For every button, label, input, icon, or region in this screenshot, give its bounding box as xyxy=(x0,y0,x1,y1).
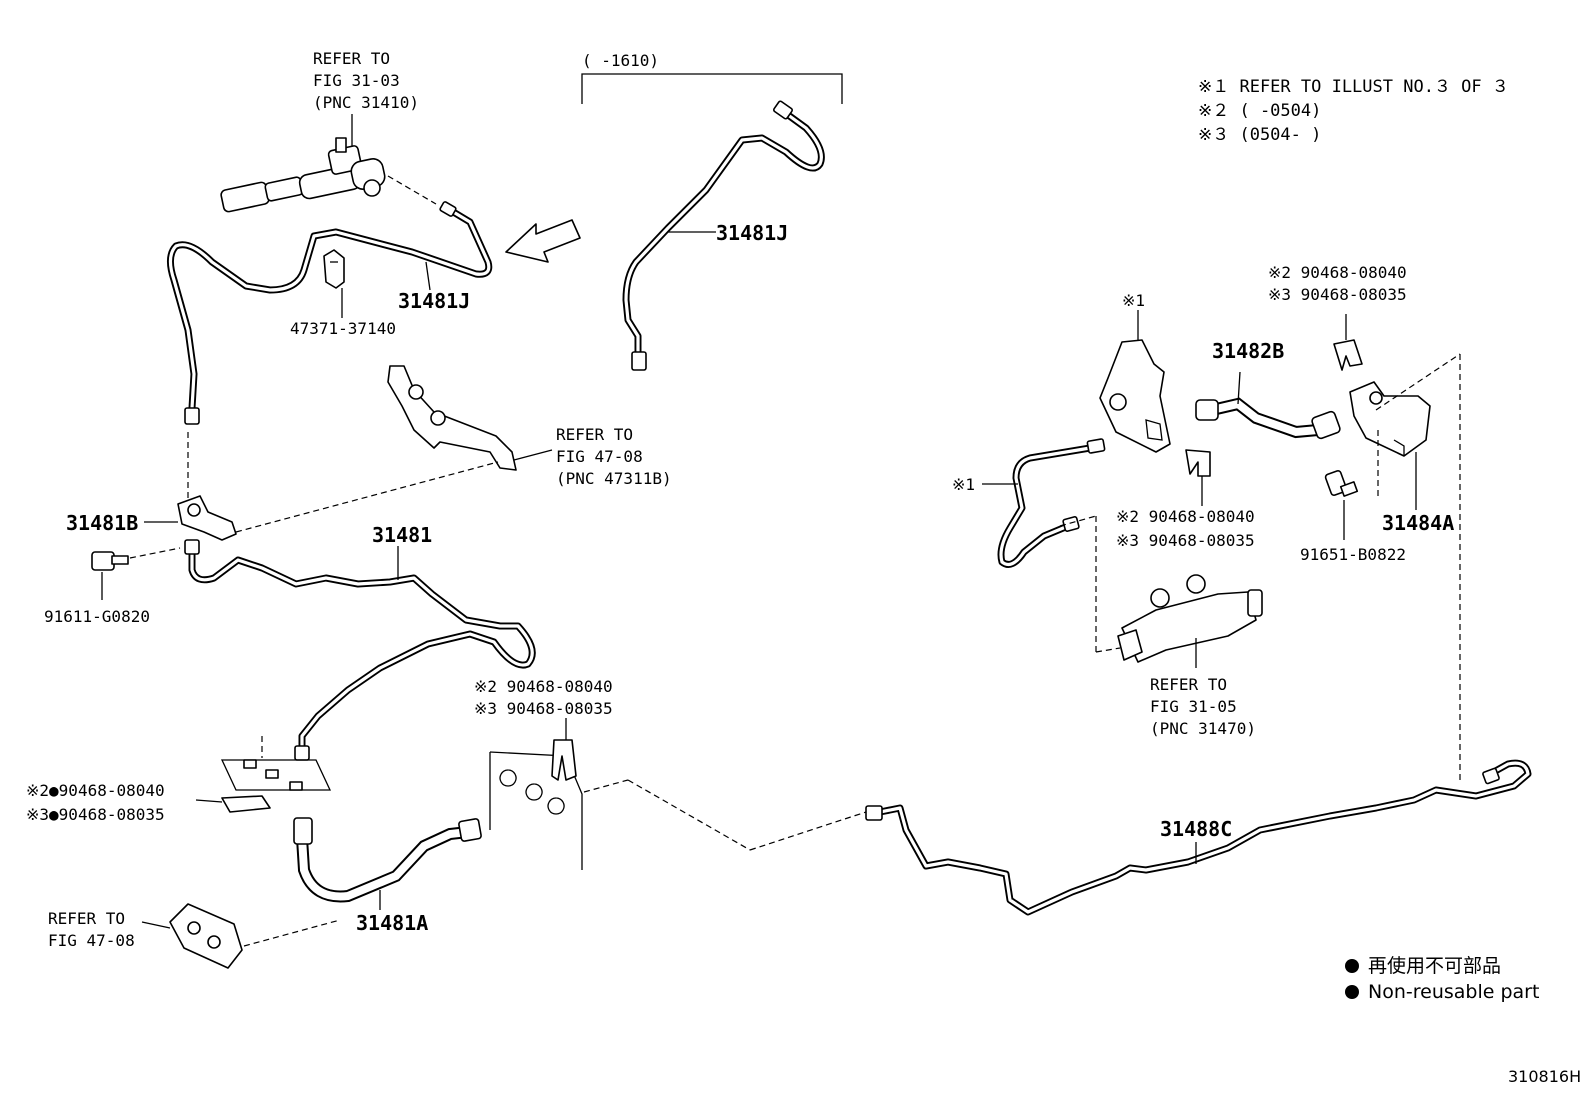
clip-top-right: ※2 90468-08040 ※3 90468-08035 xyxy=(1268,263,1407,371)
bracket-47311B xyxy=(187,365,517,533)
bracket-31481B: 31481B xyxy=(66,495,237,541)
refer-line: (PNC 31410) xyxy=(313,93,419,112)
refer-line: (PNC 31470) xyxy=(1150,719,1256,738)
hose-31482B: 31482B xyxy=(1195,339,1341,440)
notes-block: ※１ REFER TO ILLUST NO.３ OF ３ ※２ ( -0504)… xyxy=(1198,77,1509,145)
refer-line: FIG 47-08 xyxy=(48,931,135,950)
pipe-31481J-left xyxy=(167,201,493,425)
pipe-31481: 31481 xyxy=(184,523,536,761)
legend-japanese: 再使用不可部品 xyxy=(1368,955,1501,977)
clip-top-line-2: ※3 90468-08035 xyxy=(1268,285,1407,304)
refer-line: FIG 31-05 xyxy=(1150,697,1237,716)
part-31481J-left: 31481J xyxy=(398,289,470,313)
bracket-31484A: 31484A xyxy=(1349,353,1461,535)
clip-mid-line-2: ※3 90468-08035 xyxy=(1116,531,1255,550)
refer-line: FIG 47-08 xyxy=(556,447,643,466)
pipe-31488C: 31488C xyxy=(865,354,1532,916)
clutch-master-cylinder xyxy=(220,137,437,213)
nonreusable-dot-icon xyxy=(1345,985,1359,999)
bolt-91651-B0822: 91651-B0822 xyxy=(1300,469,1406,564)
part-31484A: 31484A xyxy=(1382,511,1454,535)
note-line-1: ※１ REFER TO ILLUST NO.３ OF ３ xyxy=(1198,77,1509,97)
clutch-release-cylinder xyxy=(1059,515,1263,668)
clip-center: ※2 90468-08040 ※3 90468-08035 xyxy=(474,677,613,781)
range-bracket: ( -1610) xyxy=(581,51,843,104)
clip-left-nonreusable: ※2●90468-08040 ※3●90468-08035 xyxy=(26,781,271,824)
clip-center-line-2: ※3 90468-08035 xyxy=(474,699,613,718)
refer-line: REFER TO xyxy=(1150,675,1227,694)
bracket-plate-left xyxy=(220,736,332,791)
bracket-ref1: ※1 xyxy=(1099,291,1171,453)
part-31481B: 31481B xyxy=(66,511,138,535)
clip-mid-right: ※2 90468-08040 ※3 90468-08035 xyxy=(1116,449,1255,550)
refer-line: REFER TO xyxy=(556,425,633,444)
clip-top-line-1: ※2 90468-08040 xyxy=(1268,263,1407,282)
refer-fig-31-05: REFER TO FIG 31-05 (PNC 31470) xyxy=(1150,675,1256,738)
part-91611-G0820: 91611-G0820 xyxy=(44,607,150,626)
note-line-2: ※２ ( -0504) xyxy=(1198,101,1321,121)
refer-line: REFER TO xyxy=(48,909,125,928)
hose-31481A: 31481A xyxy=(293,817,482,935)
clip-left-line-2: ※3●90468-08035 xyxy=(26,805,165,824)
clip-center-line-1: ※2 90468-08040 xyxy=(474,677,613,696)
clip-left-line-1: ※2●90468-08040 xyxy=(26,781,165,800)
refer-line: REFER TO xyxy=(313,49,390,68)
refer-fig-31-03: REFER TO FIG 31-03 (PNC 31410) xyxy=(313,49,419,150)
legend-english: Non-reusable part xyxy=(1368,981,1539,1003)
illustration-code: 310816H xyxy=(1508,1067,1581,1086)
ref1-upper-label: ※1 xyxy=(1122,291,1145,310)
refer-line: FIG 31-03 xyxy=(313,71,400,90)
part-31481: 31481 xyxy=(372,523,432,547)
bracket-plate-center xyxy=(489,751,867,870)
clamp-47371-37140: 47371-37140 xyxy=(290,249,396,338)
part-91651-B0822: 91651-B0822 xyxy=(1300,545,1406,564)
ref1-left-label: ※1 xyxy=(952,475,975,494)
range-label: ( -1610) xyxy=(582,51,659,70)
refer-fig-47-08-lower: REFER TO FIG 47-08 xyxy=(48,909,135,950)
clip-mid-line-1: ※2 90468-08040 xyxy=(1116,507,1255,526)
part-47371-37140: 47371-37140 xyxy=(290,319,396,338)
direction-arrow-icon xyxy=(505,219,581,263)
refer-line: (PNC 47311B) xyxy=(556,469,672,488)
legend: 再使用不可部品 Non-reusable part xyxy=(1345,955,1539,1003)
bolt-91611-G0820: 91611-G0820 xyxy=(44,547,181,626)
pipe-31481J-right: 31481J xyxy=(622,100,825,371)
pipe-ref1: ※1 xyxy=(952,438,1106,568)
clamp-lower-left xyxy=(141,903,341,969)
part-31481J-right: 31481J xyxy=(716,221,788,245)
refer-fig-47-08-upper: REFER TO FIG 47-08 (PNC 47311B) xyxy=(513,425,672,488)
part-31482B: 31482B xyxy=(1212,339,1284,363)
note-line-3: ※３ (0504- ) xyxy=(1198,125,1321,145)
nonreusable-dot-icon xyxy=(1345,959,1359,973)
part-31488C: 31488C xyxy=(1160,817,1232,841)
part-31481A: 31481A xyxy=(356,911,428,935)
